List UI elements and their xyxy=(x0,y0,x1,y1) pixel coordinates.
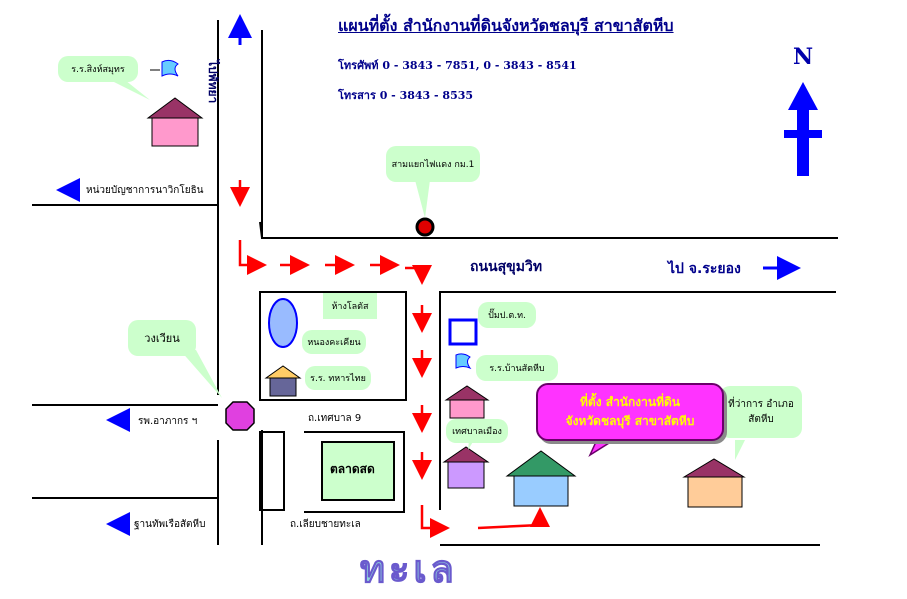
house-icon-district xyxy=(682,458,746,508)
fax-info: โทรสาร 0 - 3843 - 8535 xyxy=(338,89,474,102)
flag-icon xyxy=(161,59,472,370)
beach-road-label: ถ.เลียบชายทะเล xyxy=(290,519,361,530)
roundabout-icon xyxy=(225,401,255,431)
house-icon-ttschool xyxy=(264,365,302,397)
house-icon-office xyxy=(505,450,577,507)
pond-bubble: หนองคะเคียน xyxy=(302,330,366,354)
traffic-light-icon xyxy=(415,217,435,237)
direction-arrows xyxy=(56,14,801,536)
office-line1: ที่ตั้ง สำนักงานที่ดิน xyxy=(580,395,680,409)
school-singha-bubble: ร.ร.สิงห์สมุทร xyxy=(58,56,138,82)
market-label: ตลาดสด xyxy=(330,462,375,476)
house-icon-municipality xyxy=(442,446,490,489)
municipality-bubble: เทศบาลเมือง xyxy=(446,419,508,443)
roundabout-bubble: วงเวียน xyxy=(128,320,196,356)
traffic-light-bubble: สามแยกไฟแดง กม.1 xyxy=(386,146,480,182)
pond-icon xyxy=(268,298,298,348)
ttschool-bubble: ร.ร. ทหารไทย xyxy=(305,366,371,390)
map-canvas xyxy=(32,14,838,546)
road-lines xyxy=(32,20,838,546)
navy-command-label: หน่วยบัญชาการนาวิกโยธิน xyxy=(86,185,204,196)
market-block xyxy=(321,441,395,501)
route-arrows xyxy=(230,180,550,538)
school-sattahip-bubble: ร.ร.บ้านสัตหีบ xyxy=(476,355,558,381)
house-icon-school xyxy=(146,97,204,147)
to-pattaya-label: ไปพัทยา xyxy=(206,60,220,104)
thesaban9-label: ถ.เทศบาล 9 xyxy=(308,413,362,424)
house-icon-sattahip-school xyxy=(444,385,490,419)
store-bubble: ห้างโลตัส xyxy=(323,293,377,319)
compass-label: N xyxy=(793,44,814,70)
north-arrow xyxy=(784,82,822,176)
naval-base-label: ฐานทัพเรือสัตหีบ xyxy=(134,519,206,530)
post-bubble: ปั๊มป.ต.ท. xyxy=(478,302,536,328)
district-office-bubble: ที่ว่าการ อำเภอสัตหีบ xyxy=(720,386,802,438)
to-rayong-label: ไป จ.ระยอง xyxy=(668,261,741,277)
sukhumvit-road-label: ถนนสุขุมวิท xyxy=(470,259,543,275)
post-square xyxy=(448,318,478,346)
land-office-callout: ที่ตั้ง สำนักงานที่ดิน จังหวัดชลบุรี สาข… xyxy=(536,383,724,441)
office-line2: จังหวัดชลบุรี สาขาสัตหีบ xyxy=(565,414,695,428)
phone-info: โทรศัพท์ 0 - 3843 - 7851, 0 - 3843 - 854… xyxy=(338,59,577,72)
hospital-label: รพ.อาภากร ฯ xyxy=(138,416,198,427)
sea-label: ทะเล xyxy=(360,546,458,592)
page-title: แผนที่ตั้ง สำนักงานที่ดินจังหวัดชลบุรี ส… xyxy=(338,16,674,35)
